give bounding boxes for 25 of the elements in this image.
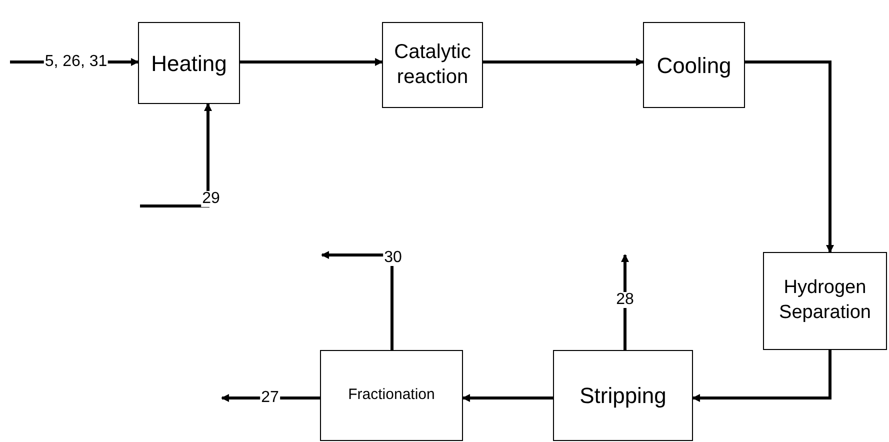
- process-box: [138, 22, 240, 104]
- process-box: [382, 22, 483, 108]
- process-box: [643, 22, 745, 108]
- edge-label: 29: [201, 191, 221, 207]
- arrow: [621, 254, 629, 350]
- edge-label: 30: [383, 250, 403, 266]
- process-box: [320, 350, 463, 441]
- process-label: Fractionation: [348, 385, 435, 406]
- arrow: [745, 60, 834, 253]
- process-label: Heating: [151, 50, 227, 78]
- arrow: [692, 350, 832, 402]
- arrow: [140, 103, 212, 208]
- arrow: [321, 251, 394, 350]
- process-label: Hydrogen Separation: [778, 276, 872, 325]
- process-label: Stripping: [580, 382, 666, 410]
- arrow: [240, 58, 383, 66]
- process-box: [553, 350, 693, 441]
- arrow: [483, 58, 644, 66]
- arrow: [462, 394, 553, 402]
- arrow: [221, 394, 320, 402]
- process-label: Catalytic reaction: [393, 40, 472, 90]
- edge-label: 28: [615, 292, 635, 308]
- process-label: Cooling: [656, 52, 732, 80]
- process-box: [763, 252, 887, 350]
- edge-label: 5, 26, 31: [44, 54, 108, 70]
